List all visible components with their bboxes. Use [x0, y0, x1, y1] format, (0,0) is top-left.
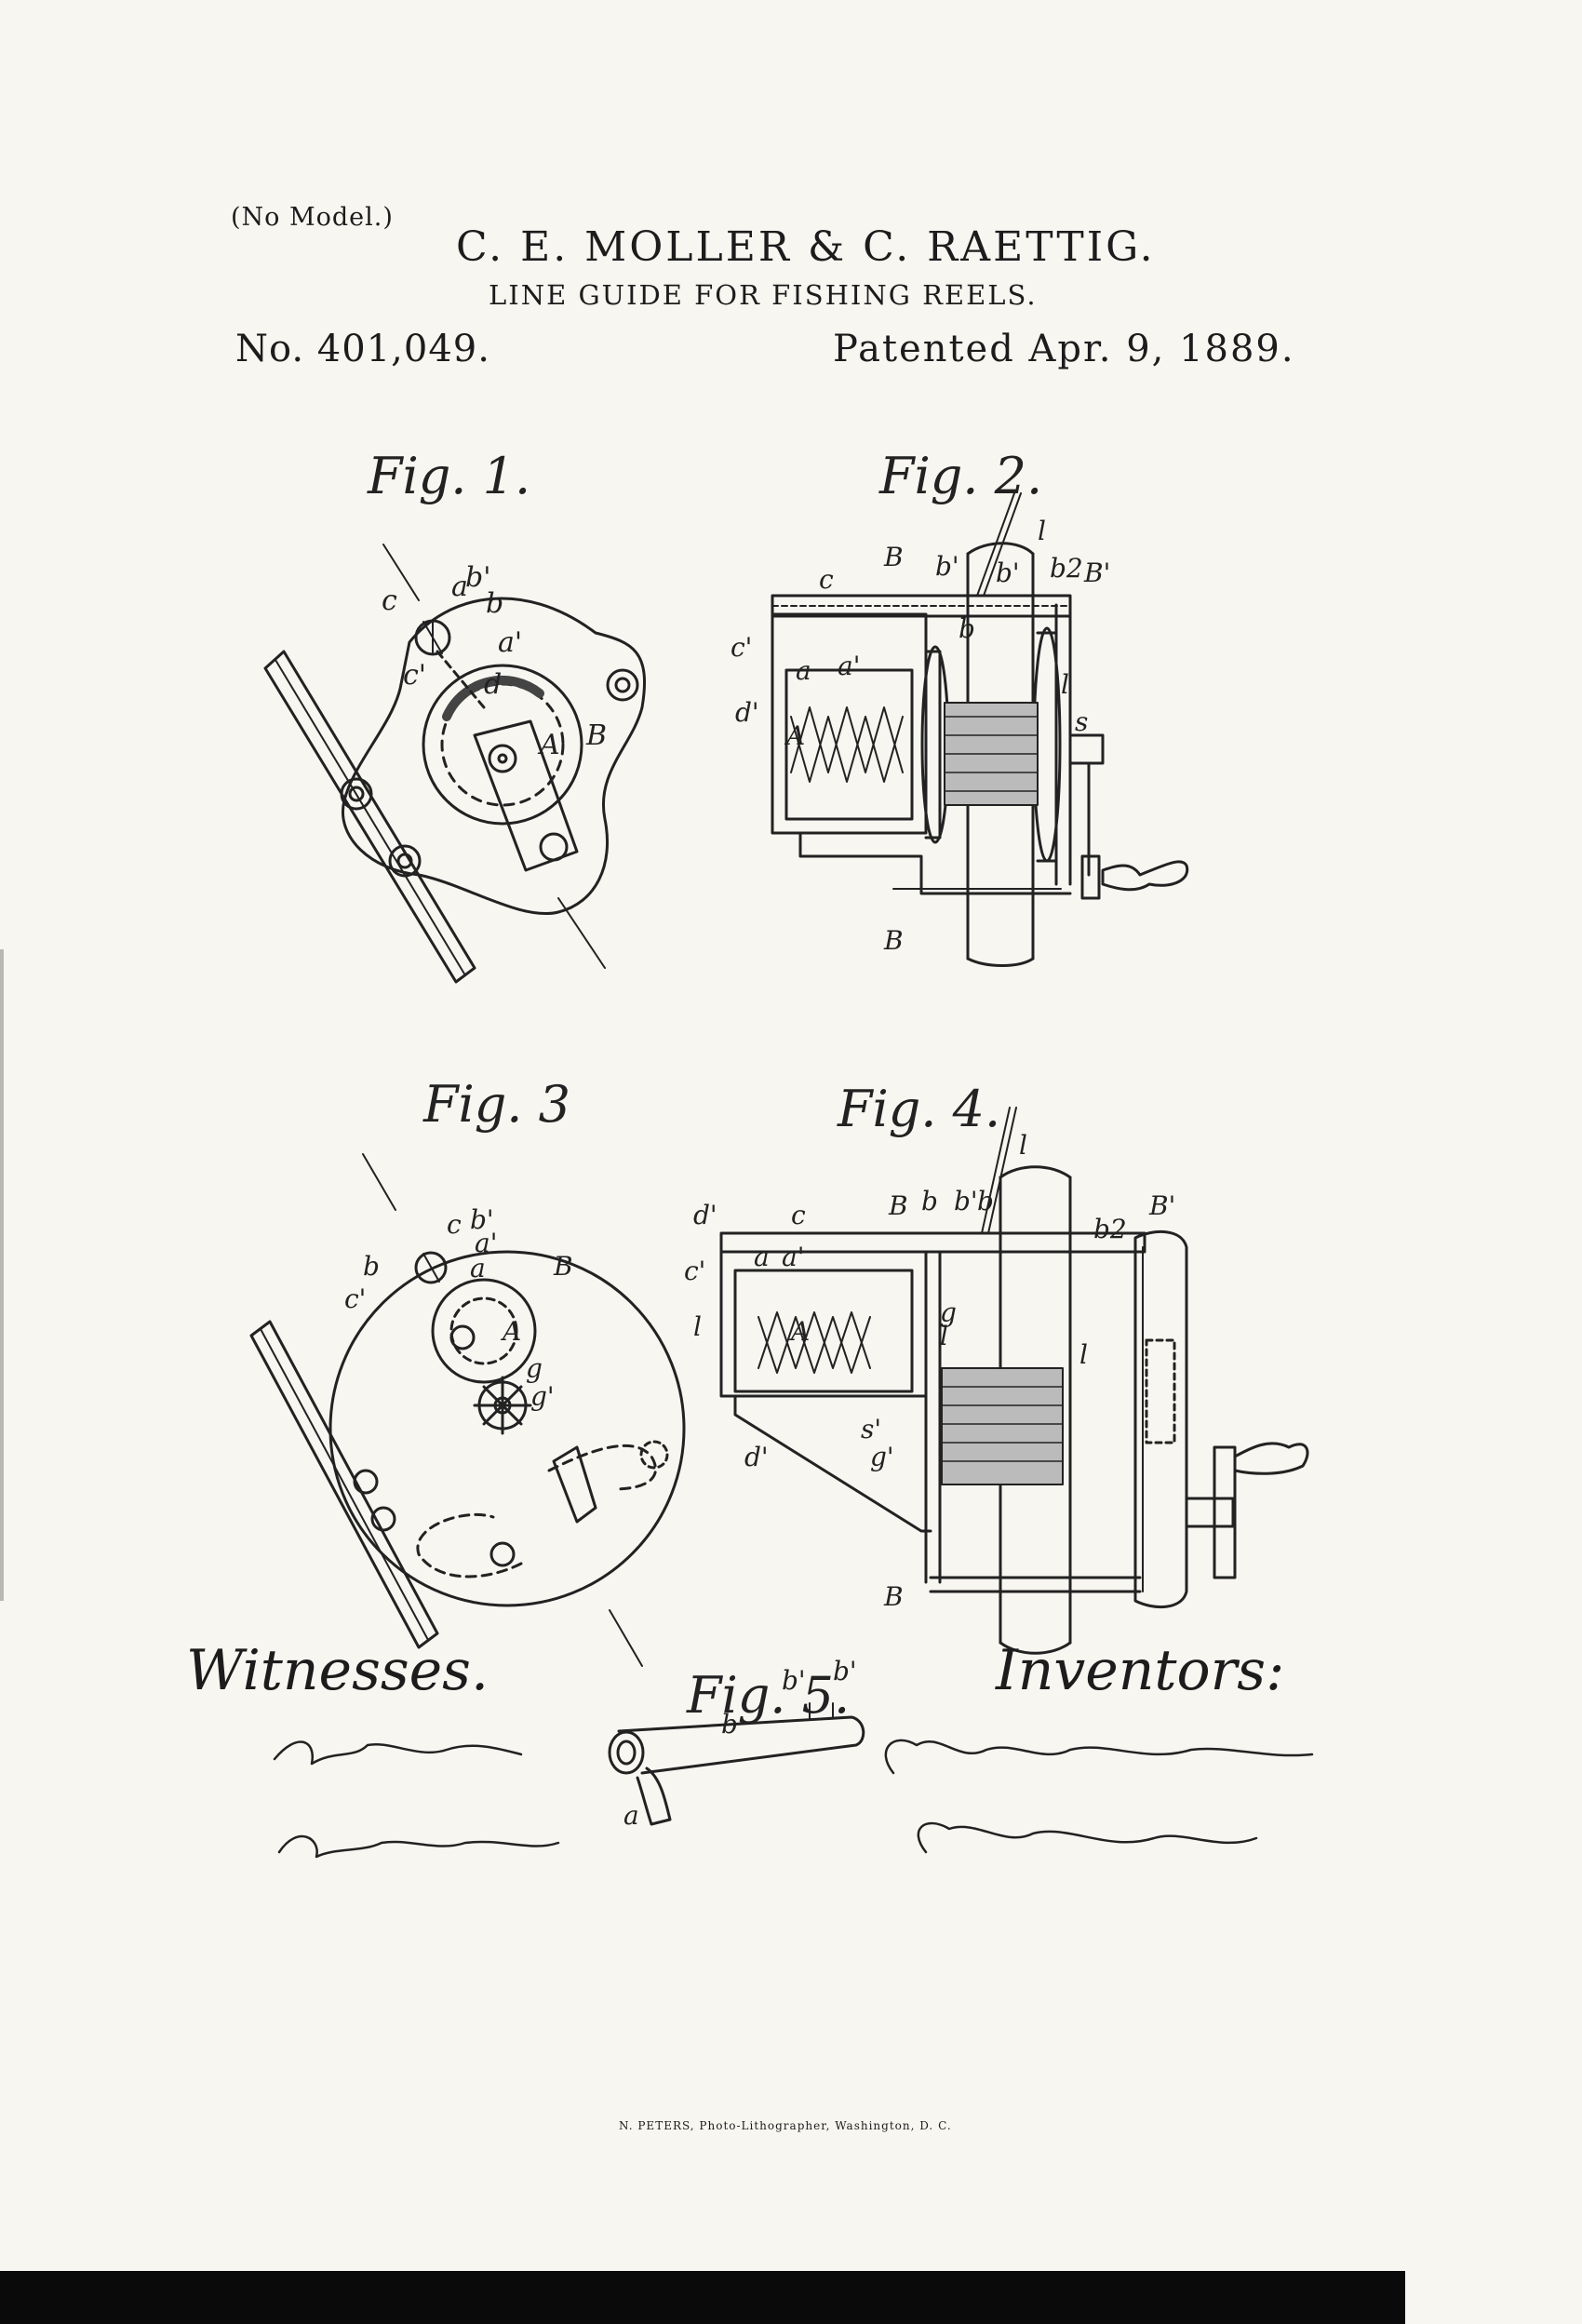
svg-text:a': a'	[498, 626, 522, 659]
fig-5-reference-letters: b' b' b a	[623, 1656, 857, 1831]
witness-1-signature	[273, 1740, 523, 1766]
svg-text:B: B	[553, 1251, 573, 1282]
patent-date: Patented Apr. 9, 1889.	[833, 328, 1295, 370]
svg-text:b: b	[721, 1709, 738, 1740]
svg-text:b2: b2	[1050, 553, 1083, 584]
fig-2-label: Fig. 2.	[878, 447, 1042, 505]
svg-text:a': a'	[782, 1242, 804, 1272]
svg-text:s: s	[1075, 706, 1088, 737]
svg-text:l: l	[1079, 1339, 1088, 1370]
svg-text:a: a	[754, 1242, 770, 1272]
svg-text:A: A	[537, 729, 560, 761]
svg-text:b': b'	[465, 561, 490, 594]
svg-text:b': b'	[470, 1204, 494, 1235]
svg-text:a: a	[470, 1253, 486, 1283]
svg-text:l: l	[1019, 1130, 1027, 1161]
svg-text:b: b	[486, 587, 503, 620]
svg-text:c': c'	[403, 659, 426, 692]
svg-text:d: d	[484, 668, 502, 701]
fig-4-label: Fig. 4.	[837, 1080, 1000, 1138]
svg-text:a: a	[451, 571, 468, 603]
svg-text:b: b	[921, 1186, 938, 1216]
signature-strokes	[273, 1739, 1314, 1859]
svg-text:b: b	[363, 1251, 380, 1282]
svg-text:g': g'	[870, 1442, 894, 1472]
svg-text:l: l	[940, 1321, 948, 1351]
svg-text:a: a	[796, 655, 811, 686]
svg-text:c: c	[791, 1200, 806, 1230]
svg-text:c': c'	[344, 1283, 366, 1314]
fig-3-reference-letters: c b'a' a bc' B Ag g'	[344, 1204, 573, 1412]
svg-text:b': b'	[996, 557, 1020, 588]
inventor-1-signature	[884, 1739, 1314, 1775]
svg-text:b': b'	[935, 551, 959, 582]
svg-text:g': g'	[530, 1381, 555, 1412]
svg-text:B': B'	[1083, 557, 1110, 588]
fig-3-drawing: Fig. 3 c b'a' a bc' B Ag g'	[249, 1075, 686, 1667]
svg-text:b': b'	[782, 1665, 806, 1696]
inventors-heading: Inventors:	[996, 1638, 1285, 1703]
svg-text:c: c	[382, 584, 397, 617]
svg-text:d': d'	[744, 1442, 769, 1472]
svg-text:g: g	[526, 1353, 543, 1384]
svg-text:c': c'	[684, 1256, 705, 1286]
svg-text:B': B'	[1148, 1190, 1175, 1221]
svg-text:a': a'	[475, 1228, 497, 1258]
svg-text:l: l	[693, 1311, 702, 1342]
svg-text:a': a'	[838, 651, 860, 681]
svg-text:A: A	[784, 720, 805, 751]
patent-number: No. 401,049.	[235, 328, 490, 370]
inventor-2-signature	[917, 1821, 1258, 1854]
svg-text:c: c	[819, 564, 834, 595]
fig-5-drawing: Fig. 5. b' b' b a	[608, 1656, 865, 1831]
scan-edge	[0, 949, 4, 1601]
svg-text:B: B	[883, 542, 904, 572]
scan-bottom-bar	[0, 2271, 1405, 2324]
fig-3-label: Fig. 3	[422, 1075, 570, 1134]
svg-text:B: B	[883, 1581, 904, 1612]
svg-text:d': d'	[693, 1200, 717, 1230]
fig-5-label: Fig. 5.	[686, 1666, 850, 1725]
svg-text:d': d'	[735, 697, 759, 728]
svg-text:B: B	[585, 719, 607, 752]
svg-text:g: g	[940, 1297, 957, 1328]
svg-text:l: l	[1061, 669, 1069, 700]
lithographer-credit: N. PETERS, Photo-Lithographer, Washingto…	[619, 2119, 952, 2132]
witness-2-signature	[277, 1834, 560, 1859]
svg-text:a: a	[623, 1800, 639, 1831]
svg-text:A: A	[500, 1316, 521, 1347]
svg-text:b: b	[959, 613, 975, 644]
inventor-names: C. E. MOLLER & C. RAETTIG.	[456, 223, 1156, 271]
fig-1-reference-letters: c ab' b a' c' dBA	[382, 561, 607, 761]
svg-text:b2: b2	[1093, 1214, 1127, 1244]
svg-text:l: l	[1038, 516, 1046, 546]
svg-text:B: B	[888, 1190, 908, 1221]
svg-text:b': b'	[833, 1656, 857, 1686]
fig-1-label: Fig. 1.	[367, 447, 530, 505]
svg-text:c': c'	[731, 632, 752, 663]
fig-1-drawing: Fig. 1. c ab' b a' c' dBA	[263, 447, 647, 984]
fig-4-drawing: Fig. 4. l d' c	[684, 1080, 1309, 1655]
svg-text:A: A	[788, 1316, 810, 1347]
svg-text:c: c	[447, 1209, 462, 1240]
svg-text:s': s'	[861, 1414, 881, 1444]
svg-text:b': b'	[954, 1186, 978, 1216]
svg-text:b: b	[977, 1186, 994, 1216]
no-model-label: (No Model.)	[231, 203, 394, 232]
patent-title: LINE GUIDE FOR FISHING REELS.	[489, 279, 1038, 311]
svg-text:B: B	[883, 925, 904, 956]
witnesses-heading: Witnesses.	[186, 1638, 489, 1703]
